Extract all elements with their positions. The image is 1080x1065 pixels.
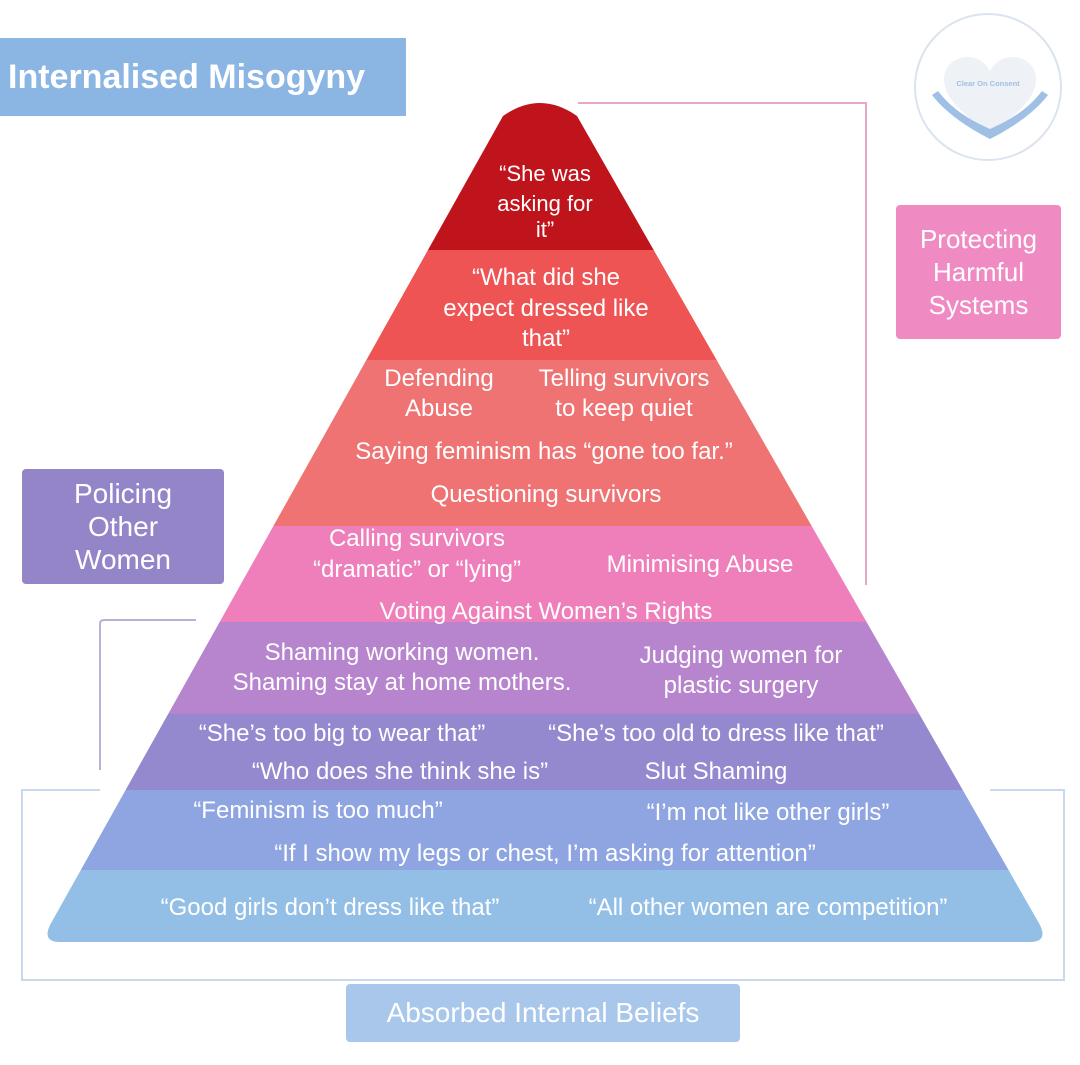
policing-women-label: Policing Other Women [22,469,224,584]
feminism-too-much-quote: “Feminism is too much” [193,797,443,824]
competition-quote: “All other women are competition” [588,894,948,921]
policing-line-2: Other [87,511,159,542]
calling-survivors-line-2: “dramatic” or “lying” [312,556,522,583]
protecting-systems-label: Protecting Harmful Systems [896,205,1061,339]
logo-text: Clear On Consent [956,79,1020,88]
shaming-line-1: Shaming working women. [264,639,540,666]
defending-abuse-line-2: Abuse [404,395,474,422]
protecting-line-1: Protecting [919,223,1038,254]
who-does-quote: “Who does she think she is” [251,758,549,785]
questioning-survivors: Questioning survivors [430,481,662,508]
defending-abuse-line-1: Defending [384,365,494,392]
policing-bracket [99,619,196,770]
tier1-line-2: asking for [497,191,593,216]
telling-survivors-line-2: to keep quiet [555,395,693,422]
good-girls-quote: “Good girls don’t dress like that” [160,894,500,921]
absorbed-beliefs-label: Absorbed Internal Beliefs [346,984,740,1042]
pyramid-tier-6 [47,714,1043,790]
protecting-line-2: Harmful [932,256,1024,287]
tier2-line-2: expect dressed like [443,295,649,322]
title-banner: Internalised Misogyny [0,38,406,116]
logo: Clear On Consent [914,13,1062,161]
heart-in-hands-icon [932,57,1048,139]
shaming-line-2: Shaming stay at home mothers. [232,669,572,696]
absorbed-bracket [21,789,1065,981]
feminism-too-far: Saying feminism has “gone too far.” [355,438,733,465]
tier2-line-3: that” [521,325,571,352]
too-old-quote: “She’s too old to dress like that” [548,720,884,747]
protecting-line-3: Systems [928,289,1029,320]
protecting-bracket [578,102,867,585]
calling-survivors-line-1: Calling survivors [328,525,506,552]
telling-survivors-line-1: Telling survivors [538,365,710,392]
absorbed-beliefs-text: Absorbed Internal Beliefs [386,997,700,1028]
pyramid-tier-8 [47,870,1043,942]
policing-line-3: Women [75,544,171,575]
voting-against-rights: Voting Against Women’s Rights [379,598,713,625]
not-like-other-girls-quote: “I’m not like other girls” [646,799,890,826]
tier1-line-3: it” [535,217,555,242]
tier1-line-1: “She was [499,161,591,186]
minimising-abuse: Minimising Abuse [606,551,794,578]
pyramid-tier-7 [47,790,1043,870]
judging-line-2: plastic surgery [663,672,819,699]
page-title: Internalised Misogyny [8,57,366,96]
too-big-quote: “She’s too big to wear that” [198,720,486,747]
tier2-line-1: “What did she [471,264,621,291]
judging-line-1: Judging women for [639,642,843,669]
slut-shaming: Slut Shaming [644,758,788,785]
legs-chest-quote: “If I show my legs or chest, I’m asking … [274,840,816,867]
policing-line-1: Policing [73,478,173,509]
